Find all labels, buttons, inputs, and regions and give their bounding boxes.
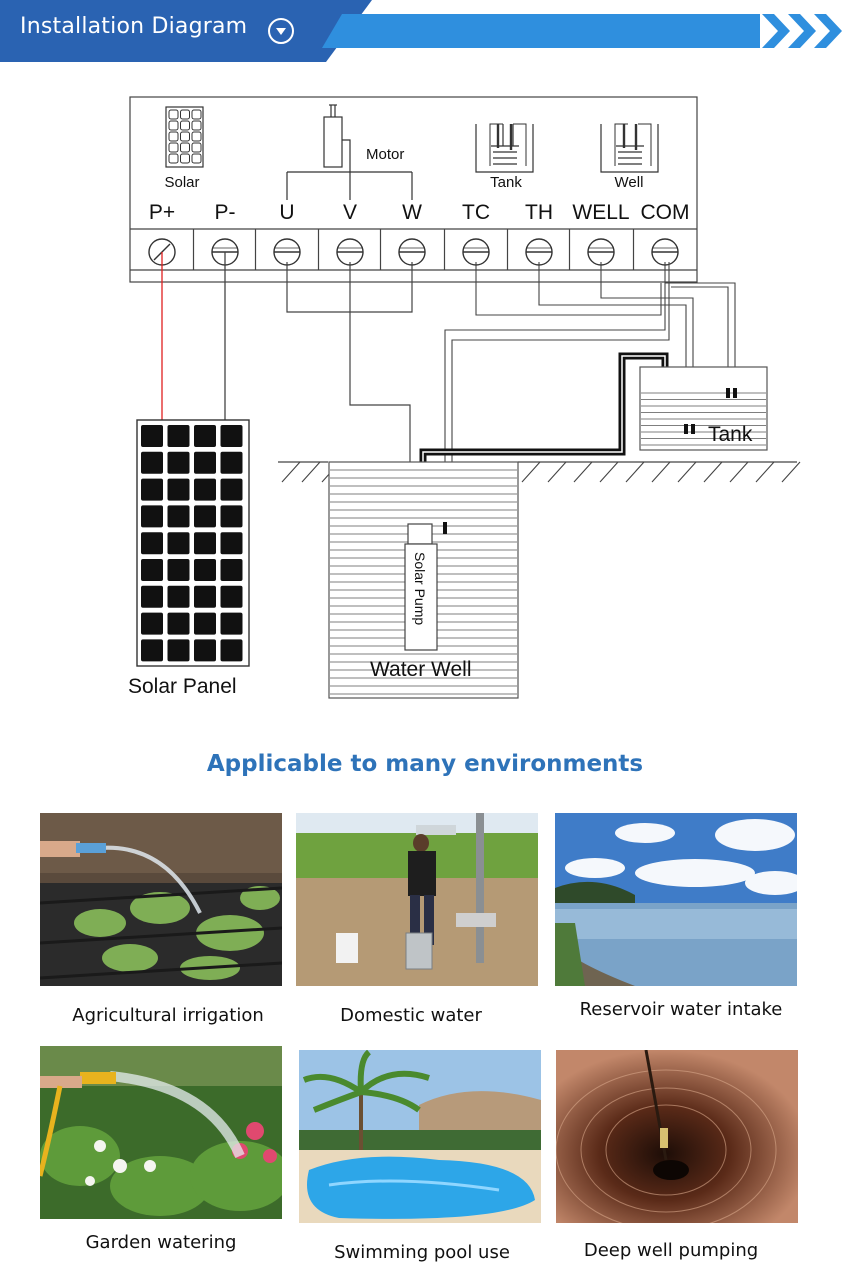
sensor-wires [444,262,736,530]
garden-photo [40,1046,282,1219]
water-tank [639,366,768,451]
terminal-label: W [402,201,422,224]
solar-pump [404,522,447,651]
well-sensor-label: Well [615,174,644,191]
motor-icon [286,104,413,200]
wiring-diagram-svg: P+ P- U V W TC TH WELL COM Solar Motor Tank [128,96,801,699]
card-label: Agricultural irrigation [72,1005,264,1026]
terminal-label: P- [215,201,236,224]
solar-panel [136,419,250,667]
terminal-label: P+ [149,201,175,224]
water-well-label: Water Well [370,658,472,681]
terminal-screw-3 [273,238,301,266]
pump-label: Solar Pump [412,552,428,625]
terminal-screw-6 [462,238,490,266]
banner-background [0,0,842,62]
section-title: Applicable to many environments [206,751,644,777]
domestic-water-photo [296,813,538,986]
motor-label: Motor [366,146,404,163]
terminal-label: WELL [572,201,629,224]
terminal-label: TH [525,201,553,224]
card-label: Domestic water [340,1005,482,1026]
solar-label: Solar [164,174,199,191]
terminal-label: V [343,201,357,224]
card-label: Swimming pool use [334,1242,510,1263]
terminal-screw-7 [525,238,553,266]
pool-photo [299,1050,541,1223]
tank-label: Tank [708,423,753,446]
terminal-screw-5 [398,238,426,266]
irrigation-photo [40,813,282,986]
well-sensor-icon [600,123,659,173]
solar-panel-label: Solar Panel [128,675,237,698]
card-label: Reservoir water intake [579,999,783,1020]
chevron-down-circle-icon[interactable] [268,18,294,44]
header-banner: Installation Diagram [0,0,850,62]
terminal-screw-9 [651,238,679,266]
installation-diagram: P+ P- U V W TC TH WELL COM Solar Motor Tank [0,62,850,722]
terminal-screw-8 [587,238,615,266]
page-title: Installation Diagram [20,14,248,39]
terminal-screw-4 [336,238,364,266]
reservoir-photo [555,813,797,986]
terminal-label: TC [462,201,490,224]
card-label: Garden watering [85,1232,237,1253]
solar-icon [165,106,204,168]
card-label: Deep well pumping [583,1240,759,1261]
tank-sensor-label: Tank [490,174,522,191]
terminal-label: U [279,201,294,224]
tank-sensor-icon [475,123,534,173]
terminal-label: COM [641,201,690,224]
triple-chevron-right-icon [762,14,842,48]
deep-well-photo [556,1050,798,1223]
